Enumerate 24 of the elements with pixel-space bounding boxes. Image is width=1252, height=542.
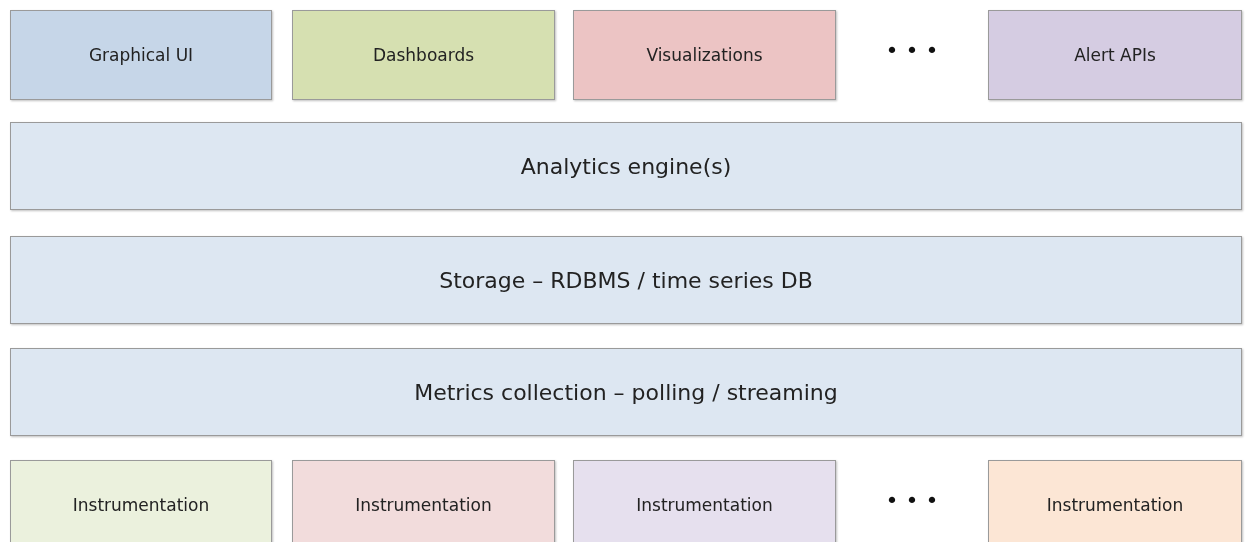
box-label: Visualizations — [646, 45, 763, 65]
box-label: Graphical UI — [88, 45, 194, 65]
layer-box — [573, 10, 836, 100]
layer-box — [10, 460, 272, 542]
box-label: Instrumentation — [355, 495, 492, 515]
box-label: Metrics collection – polling / streaming — [414, 379, 838, 405]
ellipsis-dots: • • • — [884, 38, 940, 63]
layer-box — [10, 10, 272, 100]
box-label: Dashboards — [372, 45, 475, 65]
layer-box — [573, 460, 836, 542]
layer-box — [292, 460, 555, 542]
layer-bar — [10, 236, 1242, 324]
box-label: Alert APIs — [1074, 45, 1156, 65]
layer-bar — [10, 348, 1242, 436]
box-label: Instrumentation — [1046, 495, 1184, 515]
ellipsis-dots: • • • — [884, 488, 940, 513]
layer-bar — [10, 122, 1242, 210]
layer-box — [292, 10, 555, 100]
layer-box — [988, 460, 1242, 542]
box-label: Instrumentation — [72, 495, 210, 515]
box-label: Instrumentation — [636, 495, 773, 515]
layer-box — [988, 10, 1242, 100]
box-label: Analytics engine(s) — [520, 153, 732, 179]
box-label: Storage – RDBMS / time series DB — [439, 267, 813, 293]
